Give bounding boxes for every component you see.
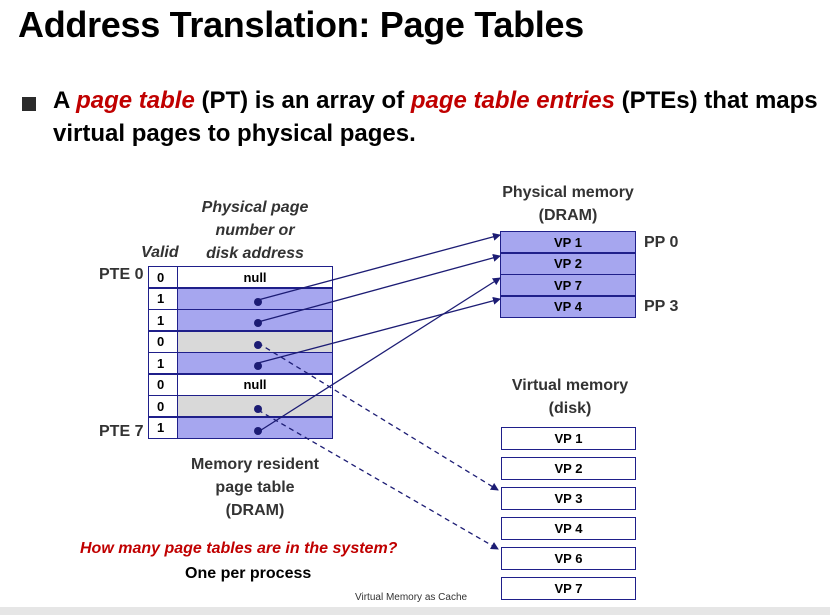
bullet-text: A page table (PT) is an array of page ta…	[53, 84, 823, 150]
arrow-pte1-to-pp	[257, 232, 501, 301]
arrow-pte4-to-pp	[257, 296, 501, 364]
pte-0-label: PTE 0	[99, 266, 144, 283]
arrow-pte6-to-disk	[257, 409, 499, 550]
physical-page: VP 4	[500, 295, 636, 318]
disk-page: VP 4	[501, 517, 636, 540]
pte-pointer-dot	[254, 426, 262, 435]
pte-pointer-dot	[254, 362, 262, 370]
footer-bar	[0, 607, 830, 615]
vm-title-line: (disk)	[548, 400, 592, 417]
caption-line: Memory resident	[190, 456, 320, 473]
pte-pointer-dot	[254, 319, 262, 327]
caption-line: (DRAM)	[225, 502, 285, 519]
disk-page: VP 7	[501, 577, 636, 600]
ppn-column-header: Physical page number or disk address	[180, 196, 330, 265]
bullet-term-page-table: page table	[76, 87, 195, 114]
virtual-memory-title: Virtual memory (disk)	[490, 374, 650, 420]
caption-line: page table	[215, 479, 295, 496]
physical-page: VP 7	[500, 274, 636, 296]
pm-title-line: Physical memory	[502, 184, 634, 201]
bullet-part: (PTEs) that maps virtual pages to physic…	[53, 87, 818, 147]
pp-3-label: PP 3	[644, 298, 679, 315]
bullet-marker	[22, 97, 36, 111]
ppn-header-line: Physical page	[201, 199, 309, 216]
arrow-pte7-to-pp	[257, 277, 501, 433]
pte-pointer-dot	[254, 297, 262, 306]
ppn-header-line: disk address	[206, 245, 304, 262]
disk-page: VP 2	[501, 457, 636, 480]
pm-title-line: (DRAM)	[538, 207, 598, 224]
bullet-part: (PT) is an array of	[194, 87, 411, 114]
slide-title: Address Translation: Page Tables	[18, 4, 584, 45]
question-text: How many page tables are in the system?	[80, 540, 398, 557]
bullet-term-pte: page table entries	[410, 87, 615, 114]
pp-0-label: PP 0	[644, 234, 679, 251]
arrow-pte2-to-pp	[257, 253, 501, 323]
page-table-caption: Memory resident page table (DRAM)	[170, 453, 340, 522]
ppn-header-line: number or	[215, 222, 295, 239]
disk-page: VP 6	[501, 547, 636, 570]
answer-text: One per process	[185, 565, 312, 582]
vm-title-line: Virtual memory	[511, 377, 629, 394]
pte-7-label: PTE 7	[99, 423, 144, 440]
physical-memory-title: Physical memory (DRAM)	[488, 181, 648, 227]
valid-column-header: Valid	[141, 244, 179, 261]
arrow-pte3-to-disk	[257, 342, 499, 491]
disk-page: VP 3	[501, 487, 636, 510]
disk-page: VP 1	[501, 427, 636, 450]
footer-text: Virtual Memory as Cache	[355, 592, 468, 603]
pte-pointer-dot	[254, 405, 262, 413]
pte-pointer-dot	[254, 340, 262, 349]
bullet-part: A	[53, 87, 77, 114]
